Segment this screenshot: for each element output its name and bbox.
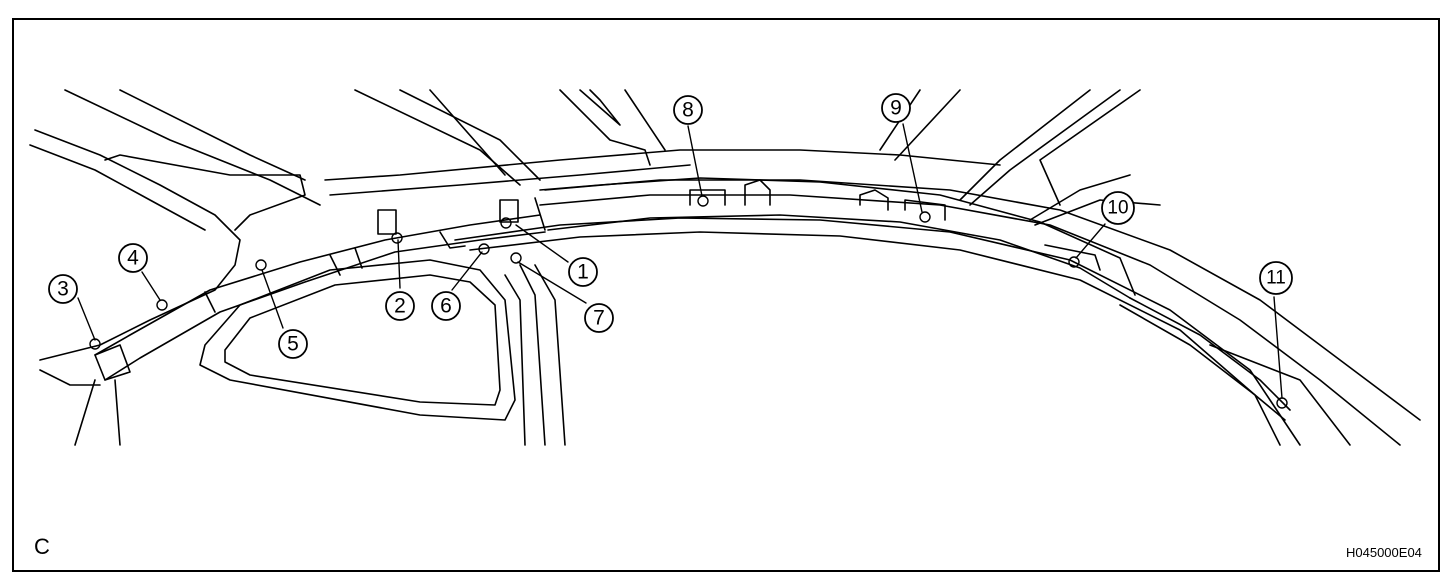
callout-8-circle [673, 95, 703, 125]
roof-opening [454, 179, 1421, 446]
callouts [48, 93, 1293, 359]
callout-7-circle [584, 303, 614, 333]
roof-structure [29, 89, 1161, 361]
callout-10: 10 [1107, 198, 1128, 219]
callout-4: 4 [127, 247, 139, 270]
view-letter: C [34, 534, 50, 559]
callout-11: 11 [1266, 268, 1286, 289]
diagram-frame [12, 18, 1440, 572]
callout-9: 9 [890, 97, 902, 120]
callout-4-circle [118, 243, 148, 273]
callout-6-circle [431, 291, 461, 321]
callout-10-circle [1101, 191, 1135, 225]
callout-3-circle [48, 274, 78, 304]
callout-7: 7 [593, 307, 605, 330]
callout-9-circle [881, 93, 911, 123]
callout-3: 3 [57, 278, 69, 301]
callout-2: 2 [394, 295, 406, 318]
callout-8: 8 [682, 99, 694, 122]
callout-1-circle [568, 257, 598, 287]
callout-numbers: 1 2 3 4 5 6 7 8 9 10 11 [57, 97, 1286, 356]
leader-lines [77, 123, 1283, 399]
curtain-airbag [94, 177, 1291, 421]
callout-1: 1 [577, 261, 589, 284]
callout-5-circle [278, 329, 308, 359]
figure-code: H045000E04 [1346, 545, 1422, 560]
callout-6: 6 [440, 295, 452, 318]
callout-5: 5 [287, 333, 299, 356]
callout-2-circle [385, 291, 415, 321]
callout-11-circle [1259, 261, 1293, 295]
